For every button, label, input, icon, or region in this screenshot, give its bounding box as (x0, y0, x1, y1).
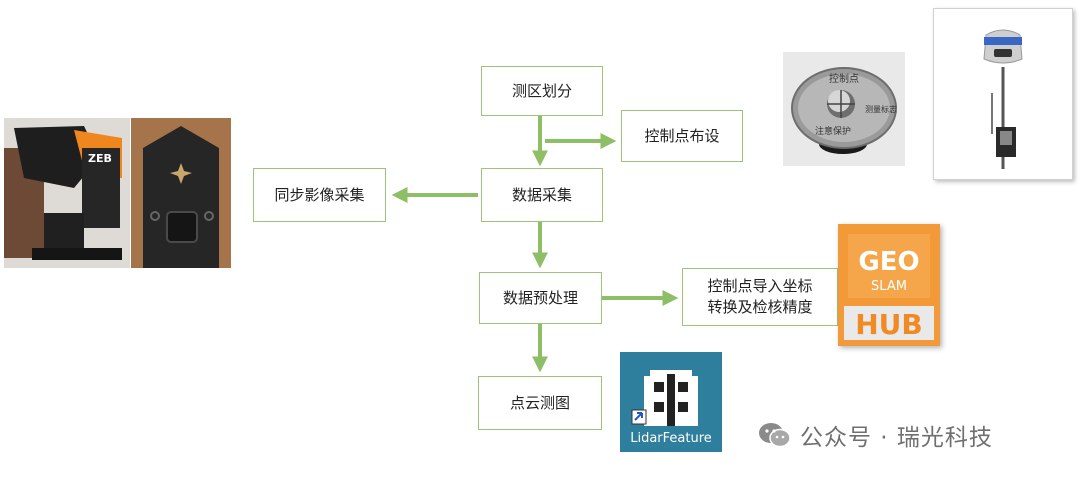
sparkle-icon (170, 163, 192, 184)
box-mapping-label: 点云测图 (509, 393, 570, 412)
box-control-import-label: 控制点导入坐标 转换及检核精度 (707, 277, 813, 316)
geoslam-hub-illustration: GEO SLAM HUB (844, 230, 934, 341)
box-sync-image: 同步影像采集 (253, 168, 386, 222)
lidarfeature-illustration (620, 352, 722, 452)
gnss-receiver-photo (933, 8, 1073, 180)
hub-text: HUB (855, 308, 923, 341)
control-marker-illustration: 控制点 注意保护 测量标志 (783, 52, 905, 166)
marker-text-bottom: 注意保护 (815, 125, 851, 137)
box-zone-label: 测区划分 (511, 81, 572, 100)
watermark-text: 公众号 · 瑞光科技 (800, 425, 993, 451)
shortcut-arrow-icon (634, 412, 643, 421)
box-collect-label: 数据采集 (511, 185, 572, 204)
box-mapping: 点云测图 (478, 376, 602, 430)
box-control-layout: 控制点布设 (621, 110, 743, 162)
box-control-layout-label: 控制点布设 (644, 126, 720, 145)
marker-text-top: 控制点 (829, 72, 859, 85)
watermark: 公众号 · 瑞光科技 (758, 418, 993, 452)
scanner-illustration: ZEB (4, 118, 130, 268)
scanner-photo: ZEB (4, 118, 130, 268)
scanner-brand-text: ZEB (88, 152, 112, 165)
gnss-receiver-illustration (983, 29, 1023, 169)
control-marker-photo: 控制点 注意保护 测量标志 (783, 52, 905, 166)
scanner-back-illustration (131, 118, 231, 268)
box-preprocess: 数据预处理 (479, 272, 602, 324)
box-zone: 测区划分 (481, 66, 603, 116)
lidarfeature-label: LidarFeature (630, 431, 712, 446)
slam-text: SLAM (871, 279, 907, 294)
box-control-import: 控制点导入坐标 转换及检核精度 (682, 268, 838, 326)
scanner-back-photo (131, 118, 231, 268)
box-collect: 数据采集 (481, 168, 603, 222)
wechat-icon (759, 423, 791, 448)
box-preprocess-label: 数据预处理 (502, 288, 578, 307)
lidarfeature-icon: LidarFeature (620, 352, 722, 452)
marker-text-side: 测量标志 (865, 104, 897, 114)
box-sync-image-label: 同步影像采集 (274, 185, 365, 204)
geoslam-hub-logo: GEO SLAM HUB (838, 224, 940, 346)
geo-text: GEO (858, 247, 919, 277)
